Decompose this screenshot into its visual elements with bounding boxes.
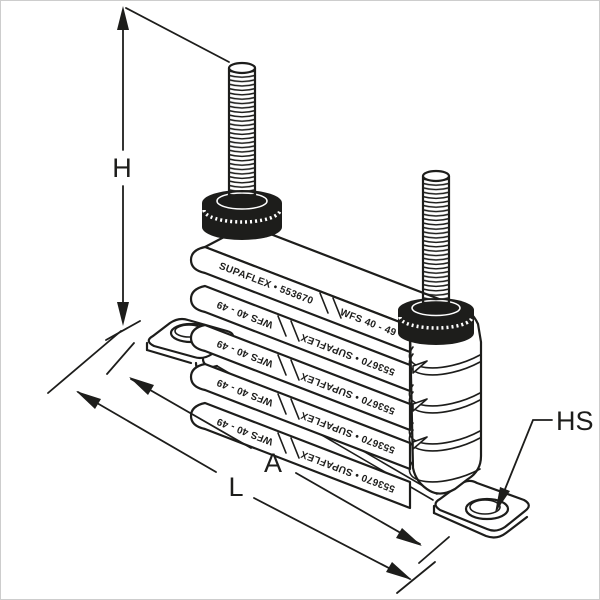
saddle-notch: [412, 398, 428, 412]
a-extension-line-left: [106, 342, 135, 375]
plate-face: [189, 401, 412, 510]
a-arrow-right-icon: [396, 528, 422, 546]
plate-notch-marks: [277, 315, 300, 342]
hs-arrow-icon: [495, 487, 510, 513]
l-arrow-right-icon: [386, 562, 412, 580]
left-stud-assembly: [202, 61, 282, 240]
plate-notch-marks: [277, 354, 300, 381]
l-extension-line-left: [47, 330, 122, 394]
right-knurl-texture: [398, 316, 474, 330]
l-dimension-line-left: [77, 391, 217, 473]
hs-dimension-label: HS: [556, 406, 594, 436]
left-knurl-texture: [202, 209, 282, 224]
l-arrow-left-icon: [76, 391, 101, 409]
saddle-curve: [408, 353, 481, 376]
a-dimension-line-left: [130, 378, 252, 449]
clamp-plate-stack: WFS 40 - 49 553670 • SUPAFLEX WFS 40 - 4…: [189, 223, 454, 510]
a-dimension-line-right: [295, 472, 421, 545]
left-stud-tip: [227, 61, 257, 75]
a-extension-line-right: [418, 536, 450, 564]
l-extension-line-right: [396, 561, 436, 594]
right-stud-assembly: [398, 169, 474, 345]
plate-notch-marks: [277, 432, 300, 459]
a-dimension-label: A: [264, 448, 282, 478]
plate-notch-marks: [319, 292, 342, 319]
right-stud-sides: [421, 174, 451, 311]
right-tab-front-edge: [432, 511, 529, 539]
h-dimension-label: H: [112, 153, 132, 183]
left-stud-threads: [229, 70, 255, 201]
saddle-curve: [408, 346, 481, 369]
saddle-curve: [408, 384, 481, 407]
plate-notch-marks: [277, 393, 300, 420]
a-arrow-left-icon: [129, 377, 154, 395]
dimension-a: A: [106, 342, 450, 564]
callout-hs: HS: [495, 406, 594, 513]
h-extension-line-bottom: [105, 320, 141, 341]
right-knurled-nut-body: [398, 310, 474, 345]
left-tab-front-edge: [145, 348, 193, 365]
l-dimension-line-right: [253, 497, 411, 580]
h-arrow-down-icon: [117, 302, 129, 326]
dimension-l: L: [47, 330, 436, 594]
plate-face: [189, 284, 412, 393]
dimension-h: H: [105, 6, 230, 341]
saddle-curve: [408, 429, 481, 452]
right-mounting-hole-inner: [469, 499, 501, 515]
saddle-notch: [412, 436, 428, 450]
h-extension-line-top: [125, 7, 230, 63]
hs-leader-line: [496, 419, 553, 510]
left-stud-sides: [227, 66, 257, 203]
plate-face: [189, 323, 412, 432]
plate-face: [189, 362, 412, 471]
saddle-curve: [408, 391, 481, 414]
plate-face: [189, 245, 412, 354]
h-arrow-up-icon: [117, 6, 129, 30]
right-stud-tip: [421, 169, 451, 183]
saddle-notch: [412, 360, 428, 374]
l-dimension-label: L: [228, 472, 243, 502]
right-stud-threads: [423, 178, 449, 308]
